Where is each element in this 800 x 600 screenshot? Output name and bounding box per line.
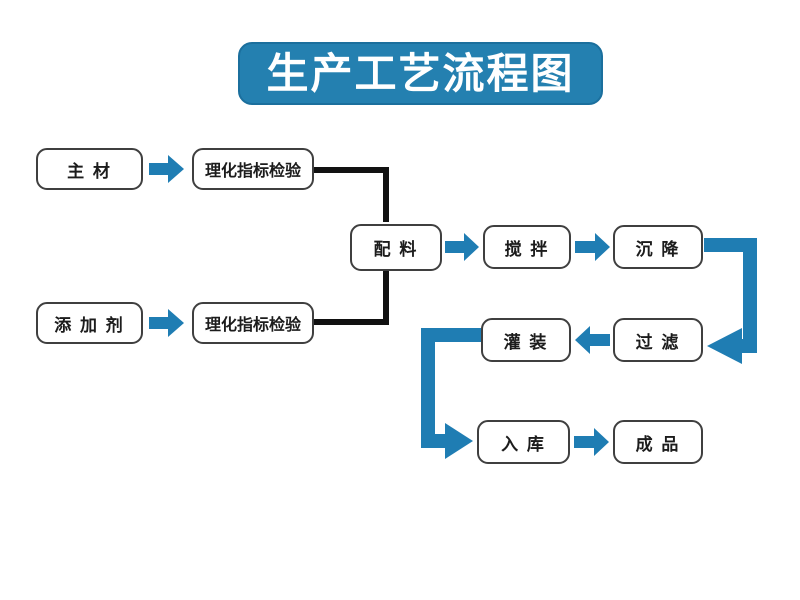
connector-inspection-top-to-mixing — [314, 167, 389, 222]
arrow-warehousing-to-finished-product — [574, 428, 609, 456]
node-stirring: 搅 拌 — [483, 225, 571, 269]
arrow-filtration-to-filling — [575, 326, 610, 354]
title-banner: 生产工艺流程图 — [238, 42, 603, 105]
node-inspection-top: 理化指标检验 — [192, 148, 314, 190]
node-main-material: 主 材 — [36, 148, 143, 190]
arrow-settling-to-filtration — [704, 238, 757, 364]
connector-inspection-bottom-to-mixing — [314, 270, 389, 325]
page-title: 生产工艺流程图 — [266, 49, 575, 97]
node-filling: 灌 装 — [481, 318, 571, 362]
arrow-additive-to-inspection — [149, 309, 184, 337]
node-inspection-bottom: 理化指标检验 — [192, 302, 314, 344]
node-settling: 沉 降 — [613, 225, 703, 269]
arrow-stirring-to-settling — [575, 233, 610, 261]
node-filtration: 过 滤 — [613, 318, 703, 362]
node-finished-product: 成 品 — [613, 420, 703, 464]
node-additive: 添 加 剂 — [36, 302, 143, 344]
node-mixing: 配 料 — [350, 224, 442, 271]
arrow-main-material-to-inspection — [149, 155, 184, 183]
arrow-filling-to-warehousing — [421, 328, 481, 459]
arrow-mixing-to-stirring — [445, 233, 479, 261]
node-warehousing: 入 库 — [477, 420, 570, 464]
